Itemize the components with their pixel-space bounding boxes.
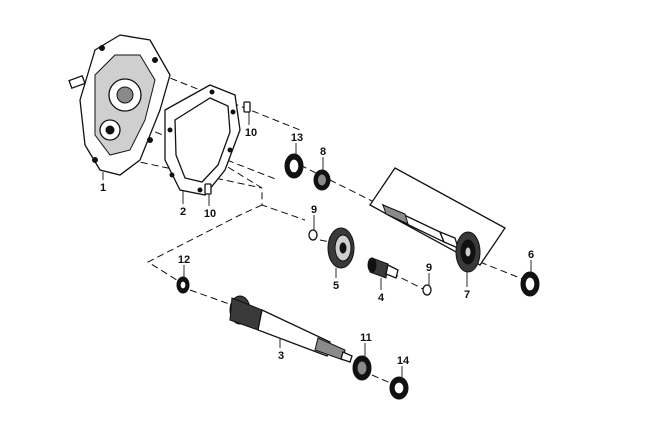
callout-4: 4	[378, 292, 385, 304]
pinion-gear-4	[367, 257, 399, 279]
circlip-9-upper	[308, 229, 318, 241]
dowel-pin-upper	[243, 101, 251, 113]
callout-6: 6	[528, 249, 534, 261]
callout-9-upper: 9	[311, 204, 317, 216]
oil-seal-14	[389, 376, 409, 400]
transmission-case	[68, 34, 171, 176]
callout-11: 11	[360, 332, 372, 344]
callout-7: 7	[464, 289, 470, 301]
callout-9-lower: 9	[426, 262, 432, 274]
callout-13: 13	[291, 132, 303, 144]
callout-10-lower: 10	[204, 208, 216, 220]
final-shaft-3	[229, 295, 353, 363]
callout-3: 3	[278, 350, 284, 362]
drive-shaft-assembly-box	[369, 167, 506, 273]
callout-labels: 1 2 10 10 13 8 9 5 4 9 7 6 12 3 11 14	[100, 127, 534, 367]
leader-lines	[102, 112, 532, 377]
gasket	[164, 84, 241, 196]
callout-8: 8	[320, 146, 326, 158]
callout-14: 14	[397, 355, 410, 367]
callout-1: 1	[100, 182, 106, 194]
callout-12: 12	[178, 254, 190, 266]
oil-seal-6	[520, 271, 540, 297]
callout-10-upper: 10	[245, 127, 257, 139]
oil-seal-13	[284, 153, 304, 179]
callout-2: 2	[180, 206, 186, 218]
gear-5	[327, 227, 355, 269]
bearing-8	[313, 169, 331, 191]
circlip-9-lower	[422, 284, 432, 296]
bearing-11	[352, 355, 372, 381]
callout-5: 5	[333, 280, 339, 292]
seal-12	[176, 276, 190, 294]
dowel-pin-lower	[204, 183, 212, 195]
